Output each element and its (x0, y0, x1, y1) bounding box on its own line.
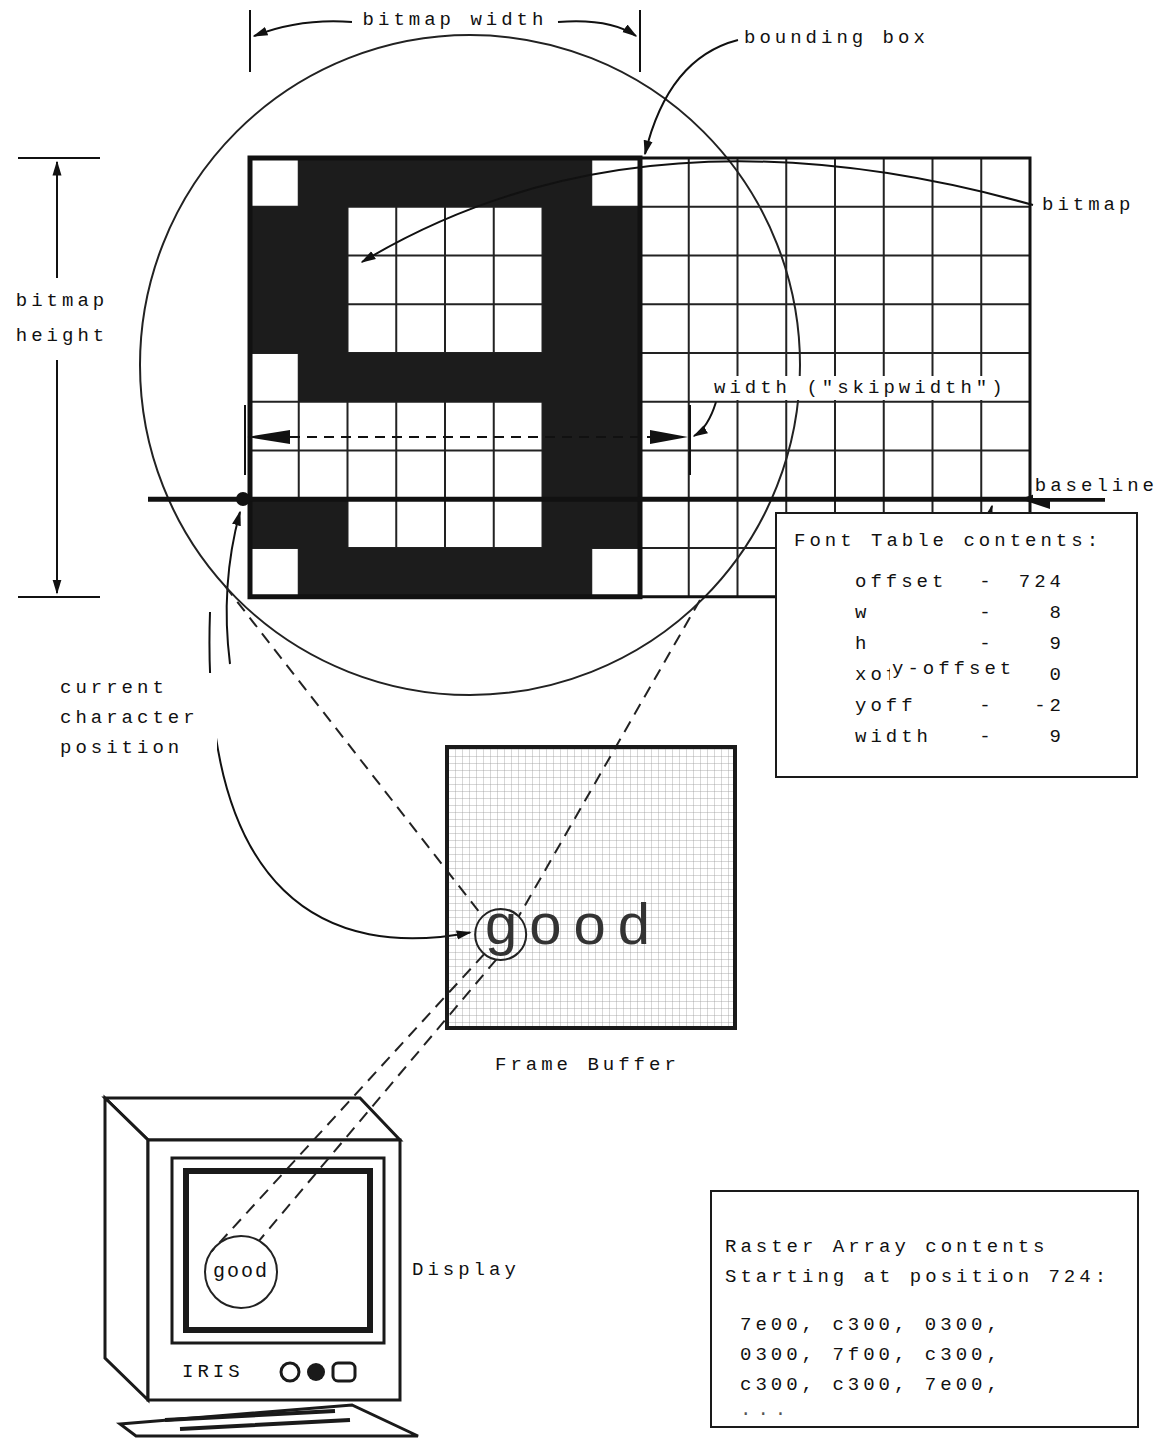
leader-line (694, 402, 716, 436)
projection-line (519, 600, 700, 916)
separator: - (965, 722, 1009, 753)
dimension-label: bitmap height (4, 284, 120, 354)
field-value: 9 (1009, 722, 1065, 753)
dimension-arrow (56, 162, 58, 278)
leader-line (362, 161, 1033, 262)
dimension-tick (245, 405, 690, 475)
dimension-line (290, 436, 650, 438)
monitor-side (105, 1098, 148, 1400)
hex-values: 0300, 7f00, c300, (725, 1340, 1117, 1370)
baseline-line (148, 497, 1105, 502)
monitor-button (281, 1363, 299, 1381)
callout-label: bounding box (742, 26, 931, 50)
hex-values: 7e00, c300, 0300, (725, 1310, 1117, 1340)
projection-line (259, 960, 496, 1241)
field-name: offset (855, 567, 965, 598)
box-heading: Raster Array contents Starting at positi… (725, 1232, 1117, 1292)
dimension-arrowhead (650, 430, 688, 444)
rendered-text: good (213, 1260, 269, 1284)
hex-values: c300, c300, 7e00, (725, 1370, 1117, 1400)
frame-buffer-grid (449, 749, 733, 1026)
leader-line (227, 512, 240, 664)
dimension-tick (18, 158, 100, 597)
callout-label: current character position (58, 673, 217, 763)
frame-buffer: goodFrame Buffer (445, 745, 737, 1030)
table-heading: Font Table contents: (794, 526, 1114, 556)
font-table-box: Font Table contents:offset-724w-8h-9xoff… (775, 512, 1138, 778)
bounding-box-outline (250, 158, 640, 597)
magnifier-circle (205, 1236, 277, 1308)
field-name: w (855, 598, 965, 629)
rendered-text: good (485, 890, 662, 958)
field-value: -2 (1009, 691, 1065, 722)
ellipsis: ... (725, 1400, 1117, 1420)
dimension-arrow (558, 21, 636, 36)
field-name: h (855, 629, 965, 660)
monitor-top (105, 1098, 400, 1140)
brand-label: IRIS (180, 1360, 246, 1384)
raster-array-box: Raster Array contents Starting at positi… (710, 1190, 1139, 1428)
leader-line (209, 612, 470, 938)
separator: - (965, 598, 1009, 629)
glyph-bitmap (250, 158, 640, 597)
callout-label: Display (410, 1258, 522, 1282)
dimension-label: width ("skipwidth") (712, 376, 1009, 400)
monitor-button (307, 1363, 325, 1381)
callout-label: baseline (1033, 474, 1160, 498)
dimension-label: bitmap width (361, 8, 550, 32)
dimension-arrow (254, 21, 352, 36)
dimension-arrow (56, 360, 58, 593)
dimension-label: y-offset (890, 657, 1017, 681)
monitor-button (333, 1363, 355, 1381)
projection-line (212, 954, 485, 1251)
field-value: 724 (1009, 567, 1065, 598)
field-name: width (855, 722, 965, 753)
box-caption: Frame Buffer (495, 1053, 680, 1077)
field-value: 8 (1009, 598, 1065, 629)
callout-label: bitmap (1040, 193, 1136, 217)
keyboard (120, 1405, 418, 1436)
separator: - (965, 629, 1009, 660)
monitor-bezel (172, 1158, 384, 1343)
field-name: yoff (855, 691, 965, 722)
current-position-dot (236, 492, 250, 506)
field-value: 0 (1009, 660, 1065, 691)
field-value: 9 (1009, 629, 1065, 660)
separator: - (965, 691, 1009, 722)
separator: - (965, 567, 1009, 598)
keyboard-keys (165, 1411, 350, 1429)
display-screen: good (183, 1168, 373, 1333)
leader-line (645, 40, 738, 154)
dimension-arrowhead (247, 430, 290, 444)
monitor-front (148, 1140, 400, 1400)
